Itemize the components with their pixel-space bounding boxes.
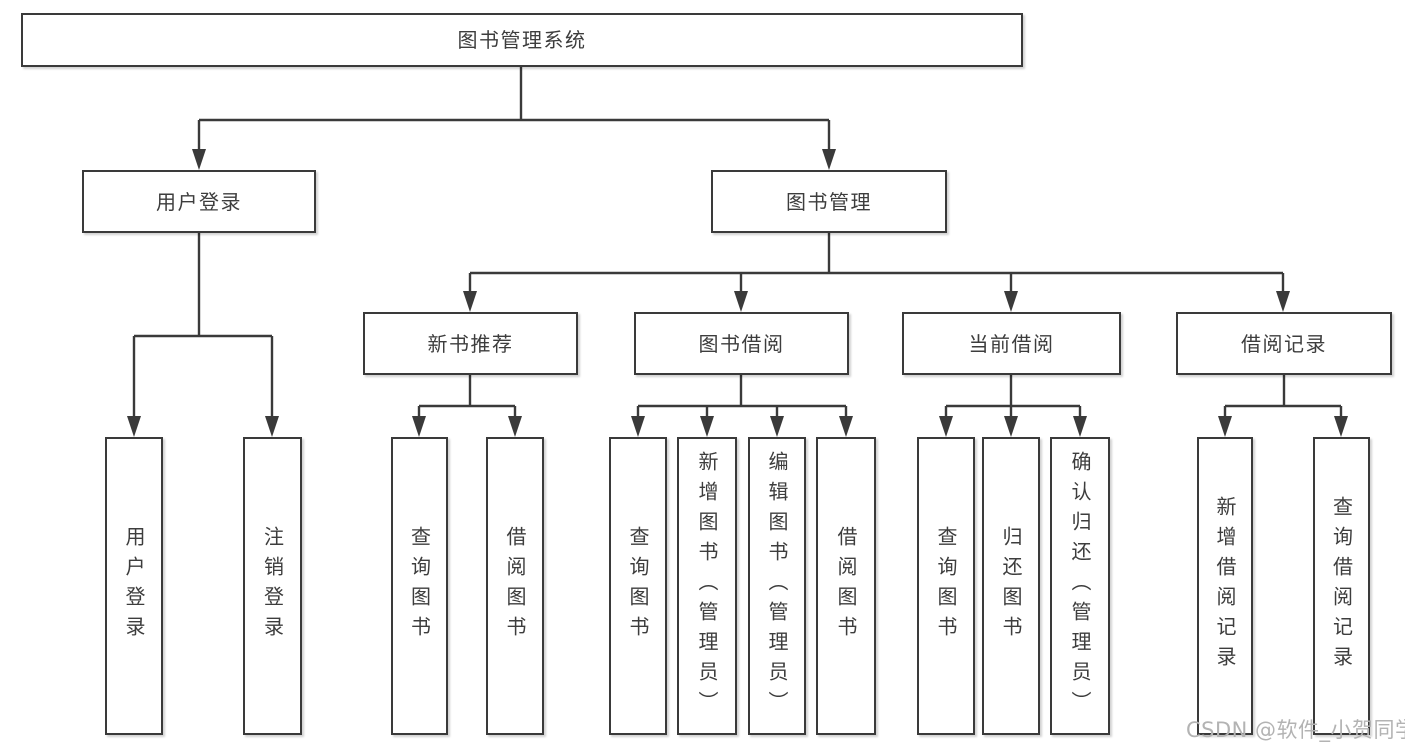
node-login-label: 用户登录 xyxy=(122,526,146,646)
node-bb-add-book-label: 新增图书（管理员） xyxy=(695,451,719,721)
node-bb-query-book-label: 查询图书 xyxy=(626,526,650,646)
node-rec-query-book: 查询图书 xyxy=(391,437,448,735)
node-current-borrow: 当前借阅 xyxy=(902,312,1121,375)
connector-newbook-to-children xyxy=(412,375,522,437)
node-cb-query-book: 查询图书 xyxy=(917,437,975,735)
node-br-add-record: 新增借阅记录 xyxy=(1197,437,1253,735)
node-bb-edit-book-label: 编辑图书（管理员） xyxy=(765,451,789,721)
node-book-borrow: 图书借阅 xyxy=(634,312,849,375)
node-login: 用户登录 xyxy=(105,437,163,735)
node-br-add-record-label: 新增借阅记录 xyxy=(1213,496,1237,676)
node-root: 图书管理系统 xyxy=(21,13,1023,67)
node-cb-return-book-label: 归还图书 xyxy=(999,526,1023,646)
node-br-query-record: 查询借阅记录 xyxy=(1313,437,1370,735)
connector-bookmgmt-to-level3 xyxy=(463,233,1290,312)
node-borrow-record-label: 借阅记录 xyxy=(1241,331,1327,356)
node-book-mgmt-label: 图书管理 xyxy=(786,189,872,214)
node-bb-borrow-book: 借阅图书 xyxy=(816,437,876,735)
node-current-borrow-label: 当前借阅 xyxy=(968,331,1055,356)
csdn-watermark: CSDN @软件_小贺同学 xyxy=(1186,718,1405,742)
node-cb-query-book-label: 查询图书 xyxy=(934,526,958,646)
node-cb-return-book: 归还图书 xyxy=(982,437,1040,735)
node-borrow-record: 借阅记录 xyxy=(1176,312,1392,375)
node-book-mgmt: 图书管理 xyxy=(711,170,947,233)
connector-borrowrecord-to-children xyxy=(1218,375,1348,437)
node-cb-confirm-return: 确认归还（管理员） xyxy=(1050,437,1110,735)
node-bb-borrow-book-label: 借阅图书 xyxy=(834,526,858,646)
node-bb-edit-book: 编辑图书（管理员） xyxy=(748,437,806,735)
node-new-book-rec: 新书推荐 xyxy=(363,312,578,375)
node-rec-borrow-book-label: 借阅图书 xyxy=(503,526,527,646)
connector-userlogin-to-children xyxy=(127,233,279,437)
node-bb-query-book: 查询图书 xyxy=(609,437,667,735)
connector-bookborrow-to-children xyxy=(631,375,853,437)
node-user-login: 用户登录 xyxy=(82,170,316,233)
node-br-query-record-label: 查询借阅记录 xyxy=(1329,496,1354,676)
node-user-login-label: 用户登录 xyxy=(156,189,242,214)
node-logout-label: 注销登录 xyxy=(260,526,285,646)
node-rec-query-book-label: 查询图书 xyxy=(407,526,432,646)
connector-currentborrow-to-children xyxy=(939,375,1087,437)
node-new-book-rec-label: 新书推荐 xyxy=(427,331,514,356)
connector-root-to-level2 xyxy=(192,67,836,170)
node-rec-borrow-book: 借阅图书 xyxy=(486,437,544,735)
node-book-borrow-label: 图书借阅 xyxy=(698,331,785,356)
node-logout: 注销登录 xyxy=(243,437,302,735)
node-cb-confirm-return-label: 确认归还（管理员） xyxy=(1068,451,1092,721)
node-root-label: 图书管理系统 xyxy=(457,28,587,52)
node-bb-add-book: 新增图书（管理员） xyxy=(677,437,737,735)
